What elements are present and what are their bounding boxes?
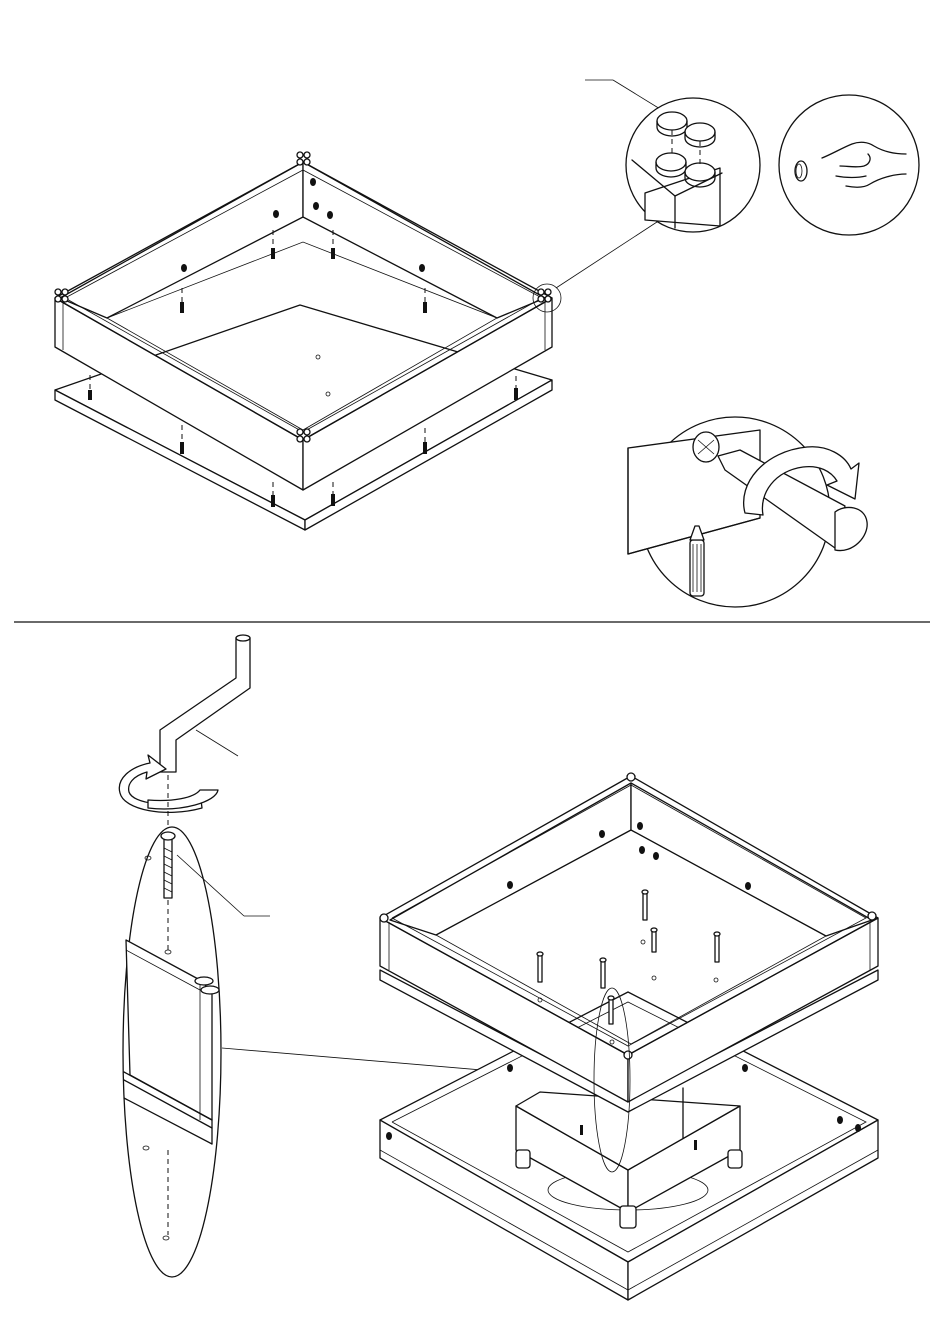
upper-box [380, 773, 878, 1112]
dowel-icon [690, 526, 704, 596]
step-upper [55, 80, 919, 607]
cam-lock-screw-detail [628, 417, 867, 607]
allen-key-icon [160, 635, 250, 772]
hand-press-detail [779, 95, 919, 235]
cam-lock-icon [693, 432, 719, 462]
cam-lock-icon [795, 161, 807, 181]
step-lower [119, 635, 878, 1300]
cam-caps-detail [626, 98, 760, 232]
bolt-detail-ellipse [123, 827, 221, 1277]
base-panel [55, 305, 552, 530]
